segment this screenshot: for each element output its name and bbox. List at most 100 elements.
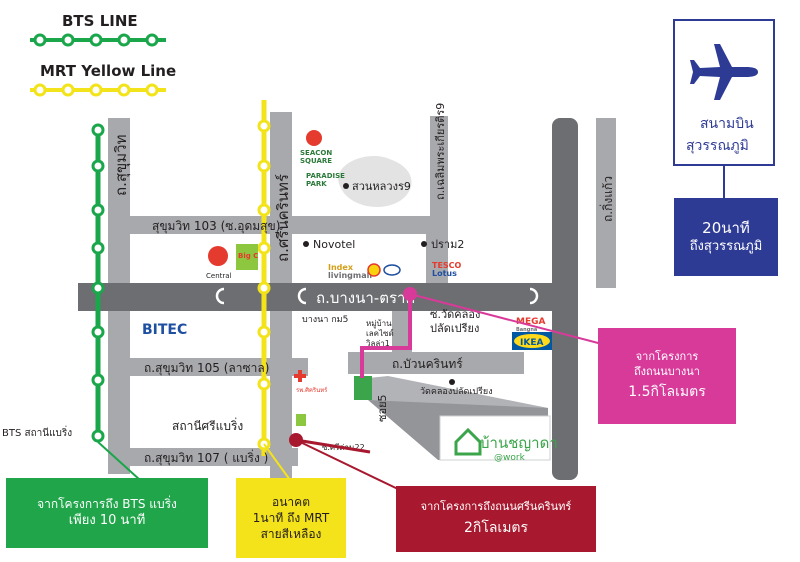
central-logo-icon (208, 246, 228, 266)
airport-time-line1: 20นาที (702, 219, 750, 238)
legend-bts-dots (33, 33, 159, 47)
pram-dot-icon (421, 241, 427, 247)
novotel-dot-icon (303, 241, 309, 247)
bangna-line1: จากโครงการ (635, 349, 699, 363)
legend-mrt-dot (117, 83, 131, 97)
road-label-chaloem: ถ.เฉลิมพระเกียรติร9 (434, 103, 447, 200)
legend-mrt-dot (89, 83, 103, 97)
road-bangna-trad (78, 283, 566, 311)
place-pram: ปราม2 (431, 238, 464, 251)
road-king-kaeo-lower (552, 118, 578, 480)
place-suan-luang: สวนหลวงร9 (352, 180, 411, 193)
shell-logo-icon (367, 263, 381, 277)
bigc-small-logo-icon (296, 414, 306, 426)
mrt-callout-line2: 1นาที ถึง MRT (252, 510, 330, 525)
road-soi-103 (108, 216, 358, 234)
route-mrt-connector (263, 443, 291, 481)
house-icon (454, 427, 482, 456)
road-label-soi-khlong: ซ.วัดคลองปลัดเปรียง (430, 308, 480, 335)
roads-layer (108, 112, 616, 494)
ikea-oval (514, 334, 550, 348)
srinakarin-callout-line1: จากโครงการถึงถนนศรีนครินทร์ (420, 500, 572, 514)
route-srinakarin (295, 438, 371, 454)
legend-mrt-title: MRT Yellow Line (40, 62, 176, 80)
road-soi-105 (108, 358, 308, 376)
mrt-station-dot (257, 119, 271, 133)
wat-dot-icon (449, 379, 455, 385)
route-bts-connector (97, 441, 141, 481)
road-label-soi-4: ซอย5 (376, 394, 389, 422)
place-srinakarin-station: สถานีศรีแบริ่ง (172, 417, 243, 433)
seacon-logo-icon (306, 130, 322, 146)
airport-name-1: สนามบิน (700, 116, 754, 132)
road-label-bua-khrin: ถ.บัวนครินทร์ (392, 357, 463, 371)
place-wat-khlong: วัดคลองปลัดเปรียง (420, 386, 493, 397)
route-srinakarin-connector (295, 439, 401, 491)
road-label-srinakarin: ถ.ศรีนครินทร์ (274, 174, 292, 262)
place-bts-bearing: BTS สถานีแบริ่ง (2, 425, 72, 439)
legend-mrt-dot (61, 83, 75, 97)
project-name: บ้านชญาดา (480, 434, 558, 452)
hospital-cross-icon (294, 370, 306, 382)
bangna-line3: 1.5กิโลเมตร (628, 384, 706, 401)
road-chaloem-lower (426, 232, 448, 284)
bts-station-dot (91, 203, 105, 217)
road-label-soi-107: ถ.สุขุมวิท 107 ( แบริ่ง ) (144, 449, 268, 466)
u-turn-mid-icon (297, 287, 307, 305)
bts-station-dot (91, 373, 105, 387)
callout-bangna: จากโครงการ ถึงถนนบางนา 1.5กิโลเมตร (598, 328, 736, 424)
bts-station-dot (91, 325, 105, 339)
bts-callout-line2: เพียง 10 นาที (68, 513, 146, 529)
legend-bts-dot (89, 33, 103, 47)
airport-box (673, 19, 775, 166)
road-soi-107 (108, 448, 298, 466)
u-turn-right-icon (529, 287, 539, 305)
park-suan-luang (338, 156, 412, 208)
u-turn-left-icon (215, 287, 225, 305)
soi-khlong-line2: ปลัดเปรียง (430, 322, 479, 335)
park-dot-icon (343, 183, 349, 189)
mrt-station-dot (257, 241, 271, 255)
mrt-callout-line1: อนาคต (272, 494, 310, 509)
callout-airport-time: 20นาที ถึงสุวรรณภูมิ (674, 198, 778, 276)
road-chaloem-curve (356, 116, 448, 234)
legend-mrt-dot (145, 83, 159, 97)
mrt-station-dot (257, 377, 271, 391)
road-label-king-kaeo: ถ.กิ่งแก้ว (599, 176, 615, 222)
mrt-station-dot (257, 325, 271, 339)
u-turn-icons (215, 287, 539, 305)
airplane-icon (690, 44, 758, 100)
road-label-sukhumvit: ถ.สุขุมวิท (112, 135, 131, 196)
legend-mrt-dot (33, 83, 47, 97)
place-hospital: รพ.ศิครินทร์ (296, 386, 328, 394)
mrt-stations (257, 119, 271, 451)
legend-mrt-dots (33, 83, 159, 97)
mrt-station-dot (257, 159, 271, 173)
route-to-bangna (360, 294, 412, 378)
place-village: หมู่บ้านเลคไซด์วิลล่า1 (365, 319, 393, 348)
bts-station-dot (91, 281, 105, 295)
project-site (354, 376, 372, 400)
bts-station-dot (91, 429, 105, 443)
bts-station-dot (91, 241, 105, 255)
road-label-soi-105: ถ.สุขุมวิท 105 (ลาซาล) (144, 361, 269, 376)
road-label-soi-103: สุขุมวิท 103 (ซ.อุดมสุข) (152, 219, 280, 234)
srinakarin-callout-line2: 2กิโลเมตร (463, 519, 529, 536)
project-building-face (368, 376, 548, 408)
place-bitec: BITEC (142, 322, 187, 338)
mrt-station-dot (257, 281, 271, 295)
route-bangna-connector (409, 293, 603, 345)
legend-bts-dot (33, 33, 47, 47)
bts-station-dot (91, 159, 105, 173)
callout-mrt: อนาคต 1นาที ถึง MRT สายสีเหลือง (236, 478, 346, 558)
legend-bts-dot (61, 33, 75, 47)
legend-bts-dot (117, 33, 131, 47)
bts-stations (91, 123, 105, 443)
airport-name-2: สุวรรณภูมิ (686, 138, 749, 154)
airport-time-line2: ถึงสุวรรณภูมิ (689, 239, 763, 255)
soi-khlong-line1: ซ.วัดคลอง (430, 308, 480, 321)
